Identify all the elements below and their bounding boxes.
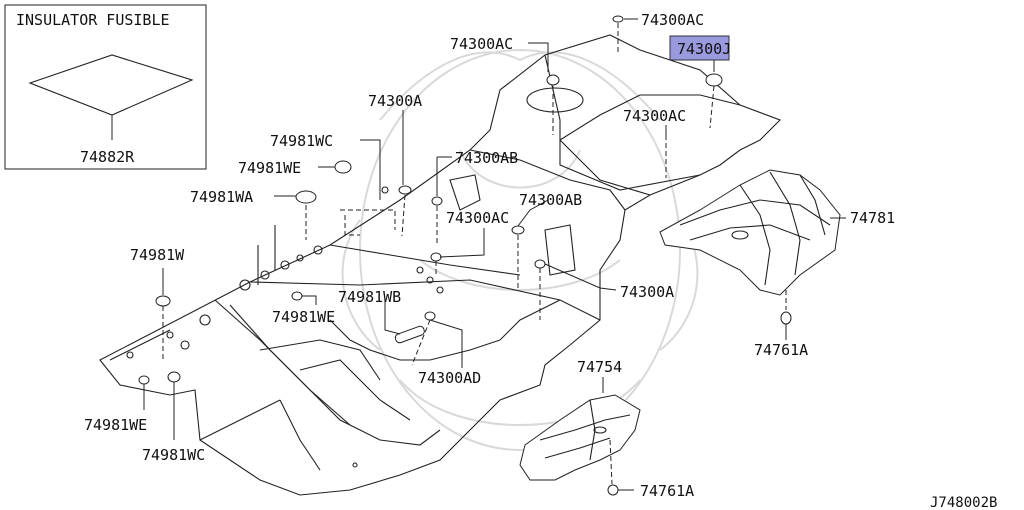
inset-title: INSULATOR FUSIBLE (16, 11, 170, 29)
plugs-and-grommets (138, 15, 792, 496)
plug-74300ab-left (431, 196, 443, 206)
plug-74300ab-right (511, 225, 525, 235)
plug-74981wa (295, 190, 317, 204)
plug-74300ac-left (546, 74, 560, 86)
callout-74981w[interactable]: 74981W (130, 246, 185, 264)
diagram-code: J748002B (930, 495, 997, 510)
callouts: 74300AC 74300J 74300AC 74300AC 74300A 74… (84, 11, 895, 500)
callout-74981wc-lower[interactable]: 74981WC (142, 446, 205, 464)
center-heat-insulator (519, 394, 641, 481)
callout-74300ac-right[interactable]: 74300AC (623, 107, 686, 125)
plug-74981wc-lower (167, 371, 181, 383)
callout-74761a-center[interactable]: 74761A (640, 482, 694, 500)
callout-74300a-upper[interactable]: 74300A (368, 92, 422, 110)
plug-74300ad (424, 311, 436, 321)
plug-74981we-upper (334, 160, 352, 174)
callout-74781[interactable]: 74781 (850, 209, 895, 227)
callout-74300ac-left[interactable]: 74300AC (450, 35, 513, 53)
plug-74300ac-top (612, 15, 624, 23)
callout-74981we-lower[interactable]: 74981WE (84, 416, 147, 434)
callout-74981we-mid[interactable]: 74981WE (272, 308, 335, 326)
plug-74300a-front (398, 185, 412, 195)
bolt-74761a-center (607, 484, 619, 496)
callout-74761a-rear[interactable]: 74761A (754, 341, 808, 359)
callout-74300ab-upper[interactable]: 74300AB (455, 149, 518, 167)
bolt-74761a-rear (780, 311, 792, 325)
callout-74300a-lower[interactable]: 74300A (620, 283, 674, 301)
inset-box: INSULATOR FUSIBLE 74882R (4, 4, 207, 170)
insulator-pad-shape (28, 54, 194, 116)
callout-74300ac-top[interactable]: 74300AC (641, 11, 704, 29)
rear-heat-insulator (659, 169, 841, 296)
plug-74981wb (394, 325, 425, 344)
callout-74300ab-lower[interactable]: 74300AB (519, 191, 582, 209)
callout-74300ac-center[interactable]: 74300AC (446, 209, 509, 227)
callout-74300ad[interactable]: 74300AD (418, 369, 481, 387)
callout-74981wa[interactable]: 74981WA (190, 188, 253, 206)
callout-74981we-upper[interactable]: 74981WE (238, 159, 301, 177)
inset-part-number: 74882R (80, 148, 135, 166)
plug-74981we-mid (291, 291, 303, 301)
inset-border (4, 4, 207, 170)
plug-74981w (155, 295, 171, 307)
callout-74981wc-upper[interactable]: 74981WC (270, 132, 333, 150)
plug-74300a-rear (534, 259, 546, 269)
plug-74300ac-center (430, 252, 442, 262)
leader-lines (143, 18, 846, 491)
plug-74300j (705, 73, 723, 87)
callout-74754[interactable]: 74754 (577, 358, 622, 376)
callout-74300j[interactable]: 74300J (677, 40, 731, 58)
highlight-74300j[interactable] (669, 35, 730, 61)
floor-body (99, 34, 781, 496)
plug-74981we-lower (138, 375, 150, 385)
callout-74981wb[interactable]: 74981WB (338, 288, 401, 306)
